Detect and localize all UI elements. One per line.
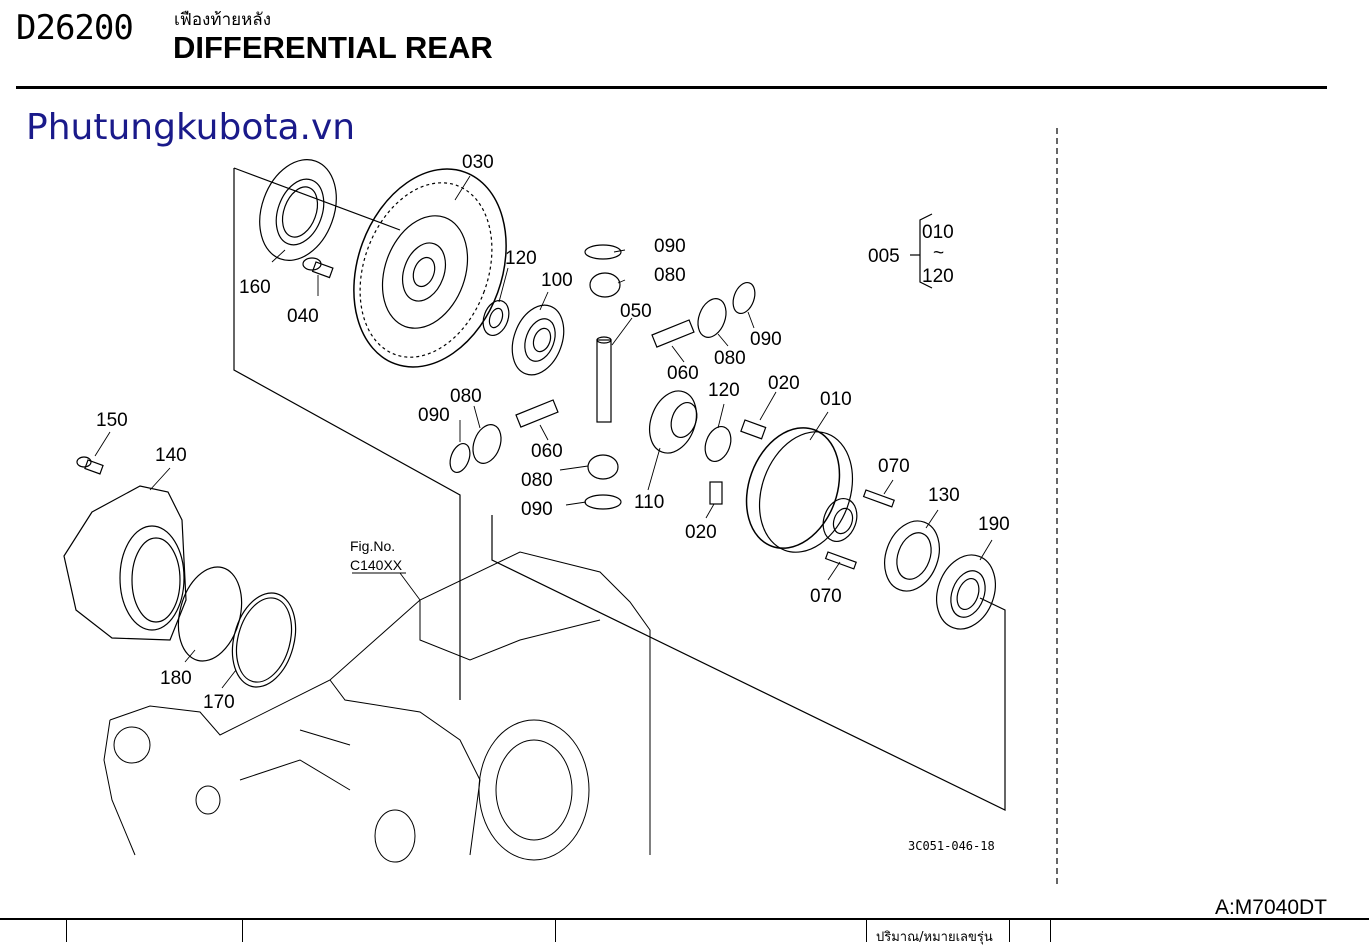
- label-080c: 080: [450, 386, 482, 407]
- table-col-line: [66, 920, 67, 942]
- pin-020a: [740, 419, 767, 440]
- label-070a: 070: [878, 456, 910, 477]
- side-gear-100: [511, 304, 565, 376]
- assembly-code: 005: [868, 246, 900, 267]
- header-divider: [16, 86, 1327, 89]
- label-080d: 080: [521, 470, 553, 491]
- pin-020b: [709, 481, 723, 505]
- label-120a: 120: [505, 248, 537, 269]
- label-060a: 060: [667, 363, 699, 384]
- washer-090-bottom: [584, 494, 622, 510]
- assembly-tilde: ~: [933, 243, 944, 264]
- label-130: 130: [928, 485, 960, 506]
- assembly-bracket: [919, 213, 933, 289]
- pin-060b: [515, 399, 559, 428]
- table-col-line: [1050, 920, 1051, 942]
- o-ring-170: [231, 592, 297, 688]
- table-col-line: [242, 920, 243, 942]
- label-070b: 070: [810, 586, 842, 607]
- label-180: 180: [160, 668, 192, 689]
- label-030: 030: [462, 152, 494, 173]
- footer-divider: [0, 918, 1369, 920]
- side-gear-110: [649, 390, 698, 454]
- table-col-line: [866, 920, 867, 942]
- quantity-model-header: ปริมาณ/หมายเลขรุ่น: [876, 930, 993, 945]
- pinion-080-left: [472, 424, 502, 464]
- washer-090-right: [732, 281, 756, 315]
- pin-060a: [651, 319, 695, 348]
- thrust-washer-120a: [482, 299, 510, 337]
- label-090c: 090: [418, 405, 450, 426]
- label-060b: 060: [531, 441, 563, 462]
- frame-outline-left: [233, 168, 461, 700]
- assembly-to: 120: [922, 266, 954, 287]
- label-020a: 020: [768, 373, 800, 394]
- thrust-washer-120b: [704, 425, 732, 463]
- washer-090-top: [584, 244, 622, 260]
- label-190: 190: [978, 514, 1010, 535]
- bearing-160: [259, 159, 337, 261]
- table-col-line: [555, 920, 556, 942]
- label-080a: 080: [654, 265, 686, 286]
- bearing-190: [936, 554, 996, 630]
- pinion-080-right: [697, 298, 727, 338]
- part-group-code: D26200: [16, 8, 134, 48]
- label-100: 100: [541, 270, 573, 291]
- bearing-housing-140: [63, 485, 187, 641]
- watermark: Phutungkubota.vn: [26, 107, 356, 148]
- fig-ref-line2: C140XX: [350, 557, 403, 573]
- label-050: 050: [620, 301, 652, 322]
- pinion-shaft-050: [596, 336, 612, 423]
- label-040: 040: [287, 306, 319, 327]
- assembly-from: 010: [922, 222, 954, 243]
- spacer-130: [884, 520, 940, 592]
- label-120b: 120: [708, 380, 740, 401]
- label-010: 010: [820, 389, 852, 410]
- page-title: DIFFERENTIAL REAR: [173, 30, 493, 65]
- label-090d: 090: [521, 499, 553, 520]
- leader-lines: [94, 175, 993, 689]
- drawing-number: 3C051-046-18: [908, 839, 995, 853]
- pinion-080-top: [589, 272, 621, 298]
- differential-case-010: [745, 427, 858, 553]
- label-160: 160: [239, 277, 271, 298]
- pin-070b: [824, 551, 857, 570]
- thai-title: เฟืองท้ายหลัง: [174, 10, 271, 30]
- frame-outline-right: [491, 515, 1006, 811]
- fig-ref-line1: Fig.No.: [350, 538, 395, 554]
- label-140: 140: [155, 445, 187, 466]
- label-090a: 090: [654, 236, 686, 257]
- label-020b: 020: [685, 522, 717, 543]
- label-110: 110: [634, 492, 664, 513]
- label-150: 150: [96, 410, 128, 431]
- pin-070a: [862, 489, 895, 508]
- bolt-040: [302, 257, 334, 279]
- washer-090-left: [449, 442, 471, 474]
- pinion-080-bottom: [587, 454, 619, 480]
- label-080b: 080: [714, 348, 746, 369]
- label-090b: 090: [750, 329, 782, 350]
- table-col-line: [1009, 920, 1010, 942]
- model-code: A:M7040DT: [1214, 896, 1327, 919]
- bolt-150: [76, 456, 104, 475]
- ring-gear-030: [353, 168, 507, 368]
- label-170: 170: [203, 692, 235, 713]
